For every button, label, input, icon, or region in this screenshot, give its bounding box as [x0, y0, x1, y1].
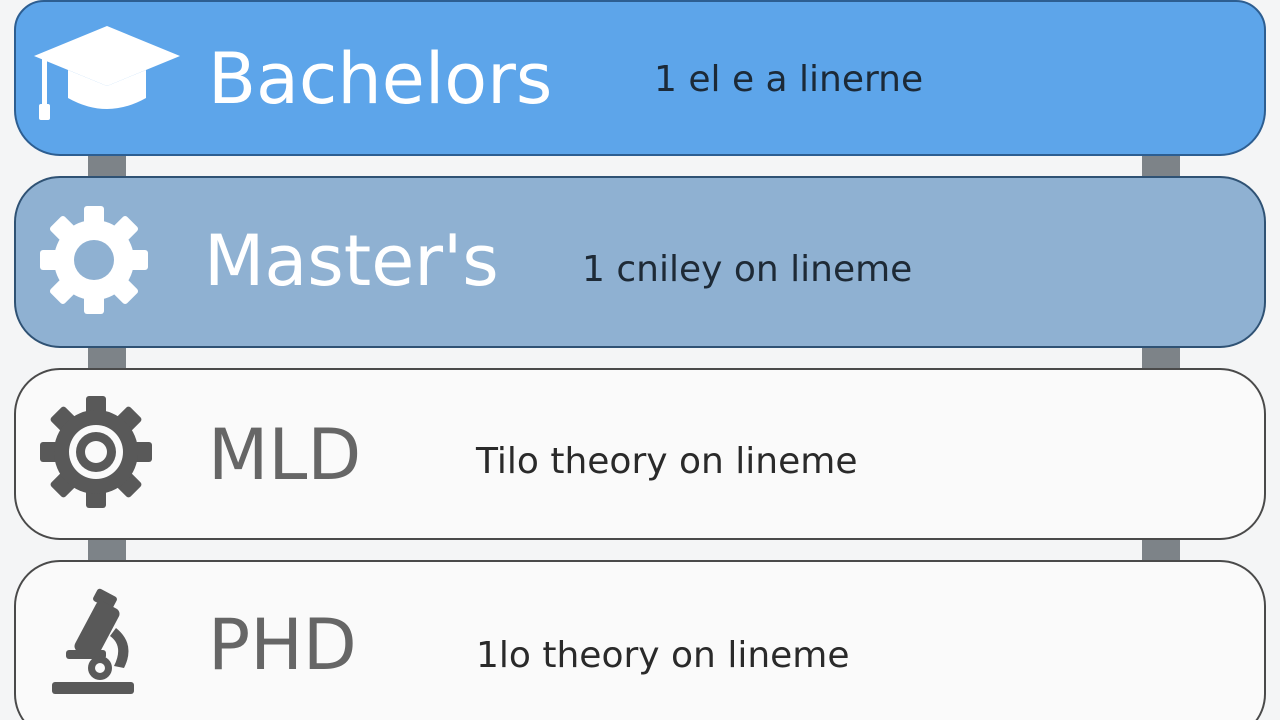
- masters-card: Master's 1 cniley on lineme: [14, 176, 1266, 348]
- level-title: Master's: [204, 220, 499, 302]
- level-title: MLD: [208, 414, 362, 496]
- level-description: Tilo theory on lineme: [476, 441, 858, 482]
- level-description: 1 cniley on lineme: [582, 249, 913, 290]
- phd-card: PHD 1lo theory on lineme: [14, 560, 1266, 720]
- level-description: 1 el e a linerne: [654, 59, 924, 100]
- gear-icon: [40, 396, 152, 508]
- microscope-icon: [52, 588, 134, 694]
- level-title: Bachelors: [208, 38, 553, 120]
- level-title: PHD: [208, 604, 357, 686]
- bachelors-card: Bachelors 1 el e a linerne: [14, 0, 1266, 156]
- level-description: 1lo theory on lineme: [476, 635, 850, 676]
- gear-icon: [40, 206, 148, 314]
- mld-card: MLD Tilo theory on lineme: [14, 368, 1266, 540]
- graduation-cap-icon: [34, 26, 180, 120]
